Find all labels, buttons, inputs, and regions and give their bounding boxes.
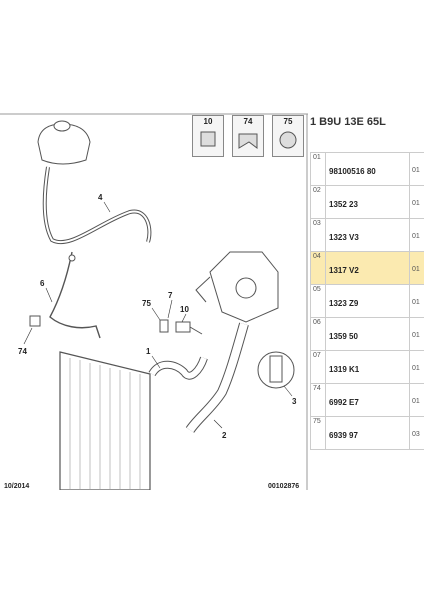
part-reference: 1319 K1 [325, 350, 410, 384]
part-quantity: 01 [409, 152, 424, 186]
callout-10: 10 [180, 305, 189, 314]
callout-2: 2 [222, 431, 227, 440]
part-quantity: 01 [409, 317, 424, 351]
diagram-panel: 4 6 74 1 2 3 7 10 75 10 74 75 [0, 112, 308, 491]
callout-3: 3 [292, 397, 297, 406]
table-row[interactable]: 05 1323 Z9 01 [310, 284, 424, 318]
part-reference: 1317 V2 [325, 251, 410, 285]
row-index: 02 [310, 185, 326, 219]
table-row[interactable]: 03 1323 V3 01 [310, 218, 424, 252]
parts-catalog-sheet: 4 6 74 1 2 3 7 10 75 10 74 75 [0, 112, 424, 491]
footer-date: 10/2014 [4, 483, 30, 490]
callout-6: 6 [40, 279, 45, 288]
table-row[interactable]: 06 1359 50 01 [310, 317, 424, 351]
ref-box-75: 75 [272, 115, 304, 157]
part-reference: 1323 V3 [325, 218, 410, 252]
cooling-system-diagram: 4 6 74 1 2 3 7 10 75 [0, 113, 308, 491]
hose-4 [42, 166, 152, 244]
part-quantity: 01 [409, 251, 424, 285]
part-quantity: 01 [409, 185, 424, 219]
row-index: 74 [310, 383, 326, 417]
row-index: 07 [310, 350, 326, 384]
row-index: 06 [310, 317, 326, 351]
table-row[interactable]: 74 6992 E7 01 [310, 383, 424, 417]
part-quantity: 01 [409, 218, 424, 252]
table-row[interactable]: 02 1352 23 01 [310, 185, 424, 219]
table-row[interactable]: 01 98100516 80 01 [310, 152, 424, 186]
row-index: 01 [310, 152, 326, 186]
parts-table: 01 98100516 80 01 02 1352 23 01 03 1323 … [310, 152, 424, 450]
bracket-icon [238, 133, 258, 149]
part-reference: 1323 Z9 [325, 284, 410, 318]
part-quantity: 01 [409, 350, 424, 384]
row-index: 04 [310, 251, 326, 285]
thermostat-housing [195, 251, 279, 323]
part-quantity: 03 [409, 416, 424, 450]
part-quantity: 01 [409, 284, 424, 318]
part-reference: 98100516 80 [325, 152, 410, 186]
footer-code: 00102876 [268, 483, 300, 490]
clip-74 [29, 315, 41, 327]
callout-75: 75 [142, 299, 151, 308]
expansion-tank [37, 120, 91, 165]
part-quantity: 01 [409, 383, 424, 417]
row-index: 03 [310, 218, 326, 252]
fitting-3 [257, 351, 295, 389]
part-reference: 1359 50 [325, 317, 410, 351]
ref-box-74: 74 [232, 115, 264, 157]
part-reference: 1352 23 [325, 185, 410, 219]
engine-code-title: 1 B9U 13E 65L [310, 116, 386, 128]
callout-4: 4 [98, 193, 103, 202]
ref-box-num: 10 [203, 117, 213, 126]
callout-1: 1 [146, 347, 151, 356]
row-index: 75 [310, 416, 326, 450]
plug-icon [279, 131, 297, 149]
ref-box-num: 74 [243, 117, 253, 126]
part-reference: 6992 E7 [325, 383, 410, 417]
clip-icon [200, 131, 216, 147]
callout-7: 7 [168, 291, 173, 300]
row-index: 05 [310, 284, 326, 318]
ref-box-num: 75 [283, 117, 293, 126]
table-row[interactable]: 75 6939 97 03 [310, 416, 424, 450]
table-row-highlighted[interactable]: 04 1317 V2 01 [310, 251, 424, 285]
part-reference: 6939 97 [325, 416, 410, 450]
callout-74: 74 [18, 347, 27, 356]
radiator [59, 351, 151, 491]
pipe-6 [49, 251, 101, 339]
ref-box-10: 10 [192, 115, 224, 157]
sensor-assembly [159, 319, 203, 335]
table-row[interactable]: 07 1319 K1 01 [310, 350, 424, 384]
